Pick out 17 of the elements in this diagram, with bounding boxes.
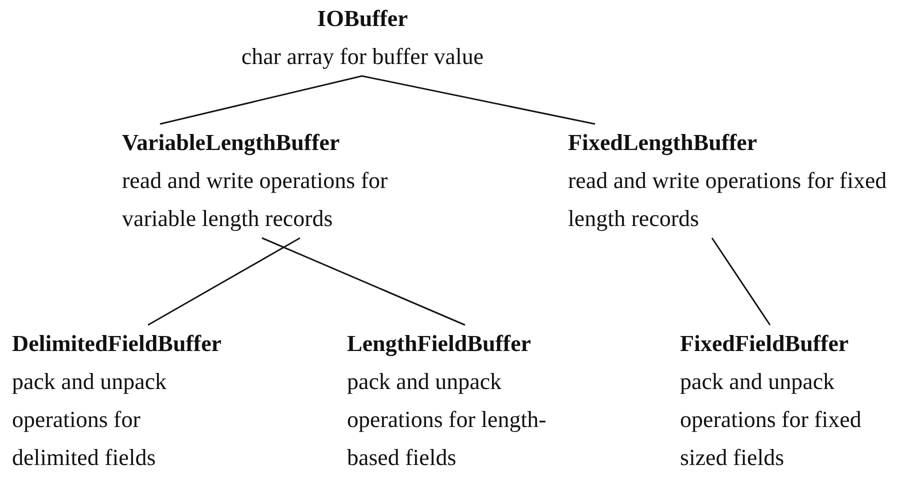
class-name: FixedLengthBuffer [568,129,758,158]
connector-line [148,237,300,326]
class-description: pack and unpack operations for length-based fields [347,368,548,472]
class-name: LengthFieldBuffer [347,330,532,358]
class-name: VariableLengthBuffer [122,129,341,158]
connector-line [262,237,466,326]
class-description: read and write operations for fixed length records [568,167,888,233]
connector-line [160,75,362,125]
class-name: IOBuffer [316,5,409,33]
connector-line [362,75,596,125]
class-name: FixedFieldBuffer [680,330,850,358]
class-description: pack and unpack operations for fixed sized fields [680,368,862,472]
connector-line [711,238,771,326]
class-description: read and write operations for variable length records [122,167,389,233]
class-name: DelimitedFieldBuffer [12,330,222,358]
class-description: char array for buffer value [240,43,485,71]
class-description: pack and unpack operations for delimited fields [12,368,168,472]
